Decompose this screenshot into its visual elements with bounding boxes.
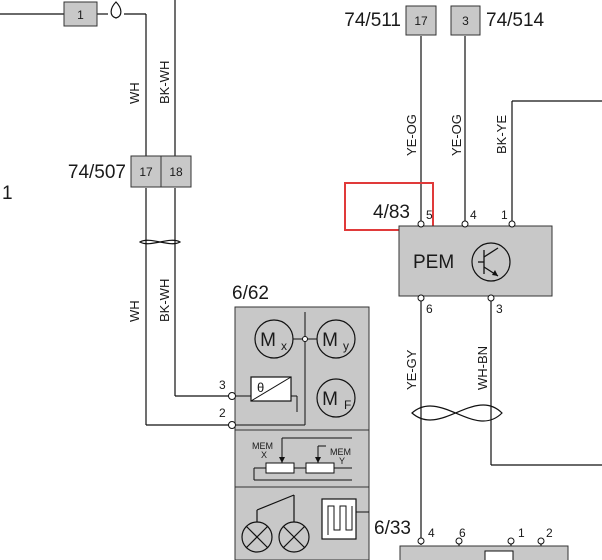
pem-pin-5: 5 [426, 208, 433, 222]
connector-1: 1 [63, 1, 98, 27]
module-6-62-pin-2: 2 [219, 406, 226, 420]
svg-text:M: M [260, 330, 276, 351]
module-6-62-ref: 6/62 [232, 283, 269, 304]
module-6-33-box [399, 545, 569, 560]
connector-74-511-pin: 17 [414, 14, 428, 28]
connector-74-514-ref: 74/514 [486, 10, 545, 31]
svg-text:F: F [344, 398, 351, 412]
pem-pin-3: 3 [496, 302, 503, 316]
mem-x-label: MEM [252, 441, 273, 451]
connector-74-511: 74/511 17 [344, 5, 437, 36]
svg-text:Y: Y [339, 456, 345, 466]
pem-box [398, 225, 553, 297]
pem-label: PEM [413, 252, 454, 273]
pem-pin-6: 6 [426, 302, 433, 316]
wire-label-whbn: WH-BN [475, 346, 490, 390]
connector-74-514-pin: 3 [462, 14, 469, 28]
transistor-icon [471, 242, 511, 282]
pem-ref-highlight [344, 182, 434, 231]
module-6-33: 6/33 4 6 1 2 [374, 518, 569, 560]
pem-ref: 4/83 [373, 202, 410, 223]
mem-y-label: MEM [330, 447, 351, 457]
pem-pin-4: 4 [470, 208, 477, 222]
connector-74-507: 74/507 17 18 [68, 155, 192, 188]
module-6-33-pin-2: 2 [546, 526, 553, 540]
wire-label-yeog-right: YE-OG [449, 114, 464, 156]
wire-label-yeog-left: YE-OG [404, 114, 419, 156]
connector-74-507-pin-b: 18 [169, 165, 183, 179]
module-6-62: 6/62 M x M y M F θ 3 2 MEM [219, 283, 370, 560]
module-6-33-ref: 6/33 [374, 518, 411, 539]
wire-label-bkye: BK-YE [494, 115, 509, 154]
svg-text:y: y [343, 339, 349, 353]
module-6-33-pin-1: 1 [518, 526, 525, 540]
wire-label-wh-top: WH [127, 82, 142, 104]
connector-1-pin: 1 [77, 8, 84, 22]
wire-label-bkwh-bottom: BK-WH [157, 279, 172, 322]
svg-text:M: M [322, 330, 338, 351]
mem-potentiometers [253, 437, 352, 481]
wire-label-yegy: YE-GY [404, 349, 419, 390]
pem-pin-1: 1 [501, 208, 508, 222]
splice-icon [110, 1, 122, 19]
svg-text:M: M [322, 389, 338, 410]
left-edge-label: 1 [2, 183, 13, 204]
theta-symbol: θ [257, 380, 264, 395]
connector-74-514: 3 74/514 [450, 5, 545, 36]
heater-element-icon [321, 498, 357, 540]
connector-74-507-ref: 74/507 [68, 162, 126, 183]
twisted-pair-symbol-left [138, 239, 182, 245]
connector-74-511-ref: 74/511 [344, 10, 401, 31]
wire-lines [0, 0, 602, 546]
wire-label-bkwh-top: BK-WH [157, 61, 172, 104]
pem-module: 4/83 PEM 5 4 1 6 3 [344, 182, 553, 316]
svg-text:X: X [261, 450, 267, 460]
motor-f-icon [316, 378, 356, 418]
module-6-33-pin-4: 4 [428, 526, 435, 540]
module-6-62-pin-3: 3 [219, 378, 226, 392]
wire-label-wh-bottom: WH [127, 300, 142, 322]
connector-74-507-pin-a: 17 [139, 165, 153, 179]
svg-text:x: x [281, 339, 287, 353]
module-6-33-pin-6: 6 [459, 526, 466, 540]
twisted-pair-symbol-right [411, 404, 503, 422]
